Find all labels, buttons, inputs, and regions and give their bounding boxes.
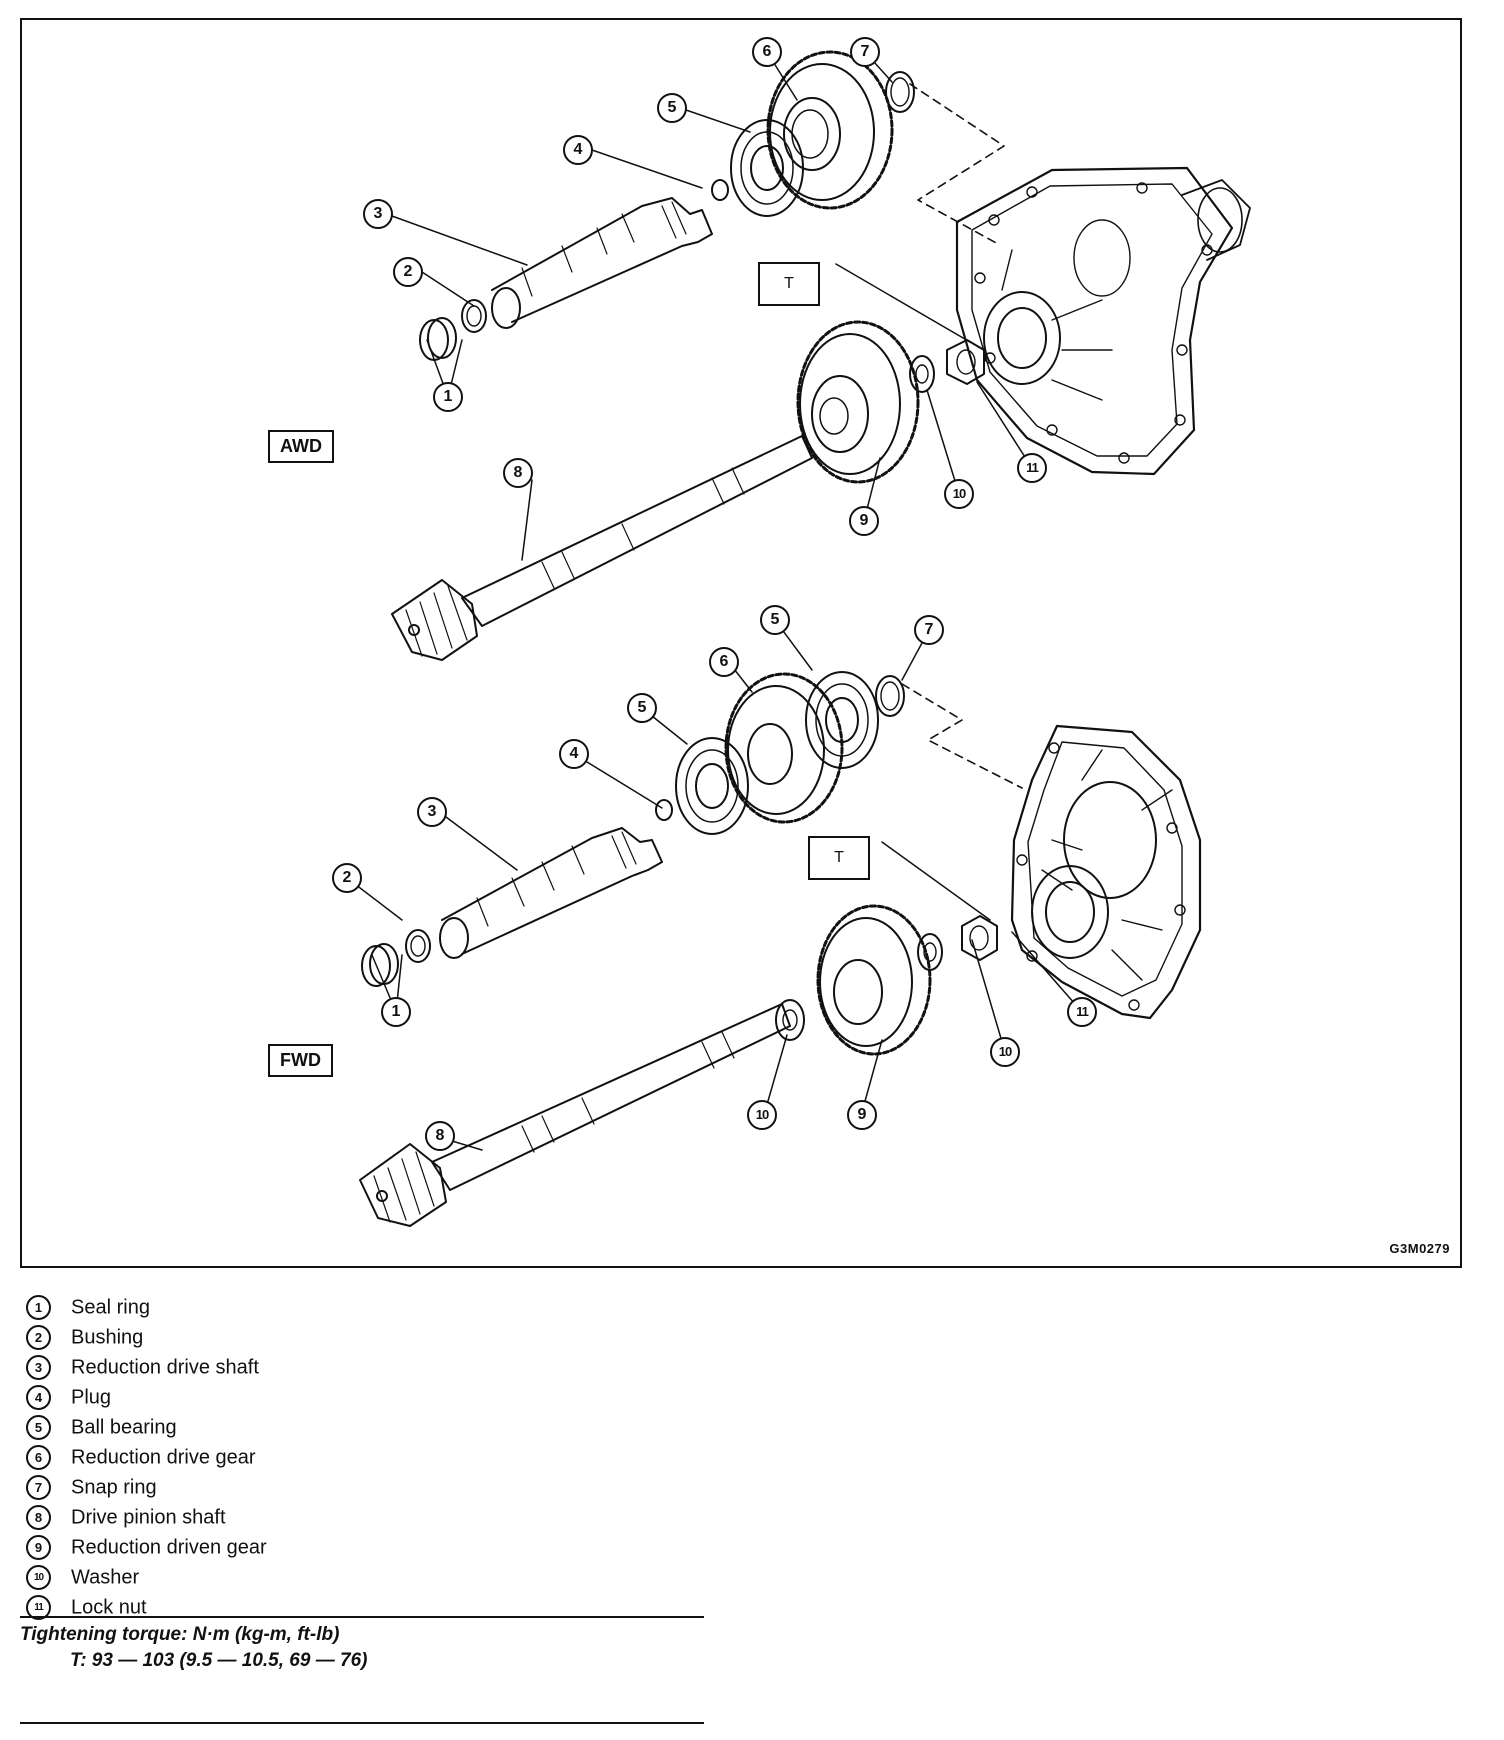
- torque-heading: Tightening torque: N·m (kg-m, ft-lb): [20, 1624, 340, 1645]
- fwd-callout-10-left: 10: [747, 1100, 777, 1130]
- legend-item: 1 Seal ring: [26, 1292, 267, 1322]
- awd-callout-4: 4: [563, 135, 593, 165]
- fwd-callout-9: 9: [847, 1100, 877, 1130]
- parts-legend: 1 Seal ring 2 Bushing 3 Reduction drive sha…: [26, 1292, 267, 1622]
- exploded-diagram: AWD FWD T T 6 7 5 4 3 2 1 8 9 10 11 5 7 …: [20, 18, 1462, 1268]
- legend-item: 5 Ball bearing: [26, 1412, 267, 1442]
- awd-callout-3: 3: [363, 199, 393, 229]
- fwd-callout-11: 11: [1067, 997, 1097, 1027]
- fwd-callout-3: 3: [417, 797, 447, 827]
- legend-number: 11: [26, 1595, 51, 1621]
- legend-number: 5: [26, 1415, 51, 1441]
- legend-item: 11 Lock nut: [26, 1592, 267, 1622]
- awd-callout-8: 8: [503, 458, 533, 488]
- fwd-callout-10-right: 10: [990, 1037, 1020, 1067]
- figure-code: G3M0279: [1389, 1241, 1450, 1256]
- torque-spec: Tightening torque: N·m (kg-m, ft-lb) T: …: [20, 1624, 367, 1672]
- legend-item: 6 Reduction drive gear: [26, 1442, 267, 1472]
- awd-callout-6: 6: [752, 37, 782, 67]
- legend-item: 8 Drive pinion shaft: [26, 1502, 267, 1532]
- legend-label: Bushing: [71, 1326, 144, 1349]
- legend-number: 7: [26, 1475, 51, 1501]
- legend-label: Plug: [71, 1386, 112, 1409]
- awd-callout-9: 9: [849, 506, 879, 536]
- legend-label: Drive pinion shaft: [71, 1506, 226, 1529]
- legend-item: 2 Bushing: [26, 1322, 267, 1352]
- legend-label: Reduction drive shaft: [71, 1356, 259, 1379]
- fwd-label: FWD: [268, 1044, 333, 1077]
- legend-item: 3 Reduction drive shaft: [26, 1352, 267, 1382]
- legend-item: 9 Reduction driven gear: [26, 1532, 267, 1562]
- legend-item: 7 Snap ring: [26, 1472, 267, 1502]
- awd-assembly: [391, 50, 1251, 661]
- legend-label: Lock nut: [71, 1596, 147, 1619]
- fwd-callout-1: 1: [381, 997, 411, 1027]
- fwd-callout-8: 8: [425, 1121, 455, 1151]
- diagram-drawing: [346, 50, 1251, 1227]
- awd-callout-5: 5: [657, 93, 687, 123]
- legend-number: 3: [26, 1355, 51, 1381]
- legend-number: 9: [26, 1535, 51, 1561]
- legend-item: 4 Plug: [26, 1382, 267, 1412]
- legend-number: 4: [26, 1385, 51, 1411]
- legend-label: Snap ring: [71, 1476, 157, 1499]
- legend-label: Ball bearing: [71, 1416, 177, 1439]
- legend-label: Reduction drive gear: [71, 1446, 256, 1469]
- legend-number: 2: [26, 1325, 51, 1351]
- fwd-torque-marker: T: [808, 836, 870, 880]
- fwd-callout-5-left: 5: [627, 693, 657, 723]
- awd-callout-2: 2: [393, 257, 423, 287]
- legend-item: 10 Washer: [26, 1562, 267, 1592]
- fwd-callout-5-right: 5: [760, 605, 790, 635]
- awd-callout-10: 10: [944, 479, 974, 509]
- legend-number: 1: [26, 1295, 51, 1321]
- awd-callout-1: 1: [433, 382, 463, 412]
- fwd-callout-6: 6: [709, 647, 739, 677]
- fwd-callout-2: 2: [332, 863, 362, 893]
- legend-label: Seal ring: [71, 1296, 150, 1319]
- fwd-assembly: [346, 619, 1202, 1227]
- legend-number: 10: [26, 1565, 51, 1591]
- legend-label: Reduction driven gear: [71, 1536, 267, 1559]
- legend-number: 6: [26, 1445, 51, 1471]
- torque-value: T: 93 — 103 (9.5 — 10.5, 69 — 76): [70, 1650, 368, 1671]
- awd-label: AWD: [268, 430, 334, 463]
- awd-torque-marker: T: [758, 262, 820, 306]
- legend-number: 8: [26, 1505, 51, 1531]
- awd-callout-7: 7: [850, 37, 880, 67]
- legend-label: Washer: [71, 1566, 140, 1589]
- fwd-callout-7: 7: [914, 615, 944, 645]
- divider-top: [20, 1616, 704, 1618]
- divider-bottom: [20, 1722, 704, 1724]
- awd-callout-11: 11: [1017, 453, 1047, 483]
- fwd-callout-4: 4: [559, 739, 589, 769]
